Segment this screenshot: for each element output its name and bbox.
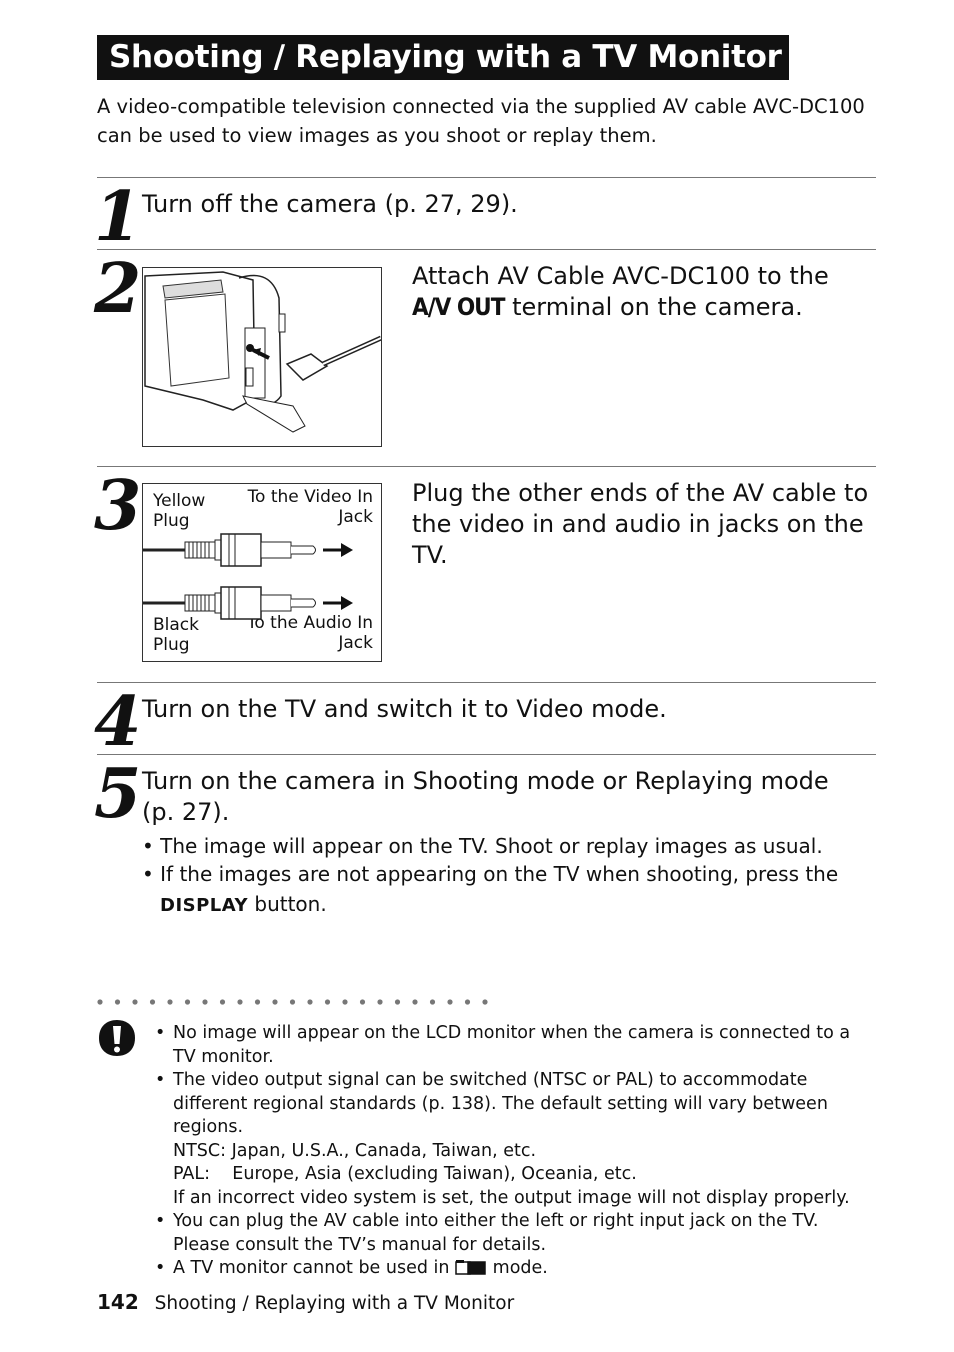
note-text: No image will appear on the LCD monitor …: [173, 1023, 851, 1067]
page-title: Shooting / Replaying with a TV Monitor: [97, 35, 789, 80]
note-text: If an incorrect video system is set, the…: [173, 1187, 850, 1208]
note-item: • You can plug the AV cable into either …: [155, 1210, 875, 1257]
footer-section-title: Shooting / Replaying with a TV Monitor: [154, 1293, 515, 1314]
av-out-terminal-label: A/V OUT: [412, 293, 505, 321]
step-5-bullet-cont: DISPLAY button.: [160, 890, 327, 920]
divider: [97, 754, 876, 755]
note-text: The video output signal can be switched …: [173, 1070, 828, 1137]
bullet: •: [155, 1023, 166, 1043]
dotted-separator: [97, 999, 488, 1005]
caution-notes: • No image will appear on the LCD monito…: [155, 1022, 875, 1281]
display-button-label: DISPLAY: [160, 895, 249, 916]
pal-regions: PAL: Europe, Asia (excluding Taiwan), Oc…: [173, 1164, 637, 1184]
divider: [97, 682, 876, 683]
camera-av-illustration: [142, 267, 383, 447]
note-text-start: A TV monitor cannot be used in: [173, 1258, 450, 1278]
step-5-bullet-end: button.: [254, 892, 327, 916]
bullet: •: [155, 1211, 166, 1231]
note-item: • No image will appear on the LCD monito…: [155, 1022, 875, 1069]
intro-text: A video-compatible television connected …: [97, 95, 865, 147]
step-2-text: Attach AV Cable AVC-DC100 to the A/V OUT…: [412, 261, 852, 323]
note-item: • A TV monitor cannot be used in mode.: [155, 1257, 875, 1281]
note-text-end: mode.: [492, 1258, 548, 1278]
page-footer: 142 Shooting / Replaying with a TV Monit…: [97, 1290, 514, 1314]
video-jack-label: To the Video In Jack: [247, 487, 373, 527]
yellow-plug-label: Yellow Plug: [153, 491, 206, 531]
step-number: 1: [94, 177, 142, 257]
av-cable-plugs-illustration: Yellow Plug To the Video In Jack Black P…: [142, 483, 382, 662]
camera-av-out-figure: [144, 271, 383, 433]
rca-plugs-figure: [143, 533, 353, 620]
step-5-bullet: • If the images are not appearing on the…: [142, 862, 839, 886]
page-number: 142: [97, 1290, 139, 1314]
step-number: 3: [94, 466, 142, 546]
step-3-text: Plug the other ends of the AV cable to t…: [412, 479, 869, 569]
audio-jack-label: To the Audio In Jack: [246, 613, 373, 653]
divider: [97, 177, 876, 178]
yellow-plug-icon: [143, 533, 353, 567]
step-number: 2: [94, 249, 142, 329]
step-5-bullet: • The image will appear on the TV. Shoot…: [142, 834, 823, 858]
caution-icon: [99, 1020, 135, 1056]
note-block: The video output signal can be switched …: [173, 1069, 875, 1210]
step-number: 5: [94, 754, 142, 834]
note-item: • The video output signal can be switche…: [155, 1069, 875, 1210]
bullet: •: [155, 1070, 166, 1090]
black-plug-icon: [143, 586, 353, 620]
divider: [97, 466, 876, 467]
step-5-text: Turn on the camera in Shooting mode or R…: [142, 767, 829, 826]
ntsc-regions: NTSC: Japan, U.S.A., Canada, Taiwan, etc…: [173, 1140, 537, 1161]
step-4-text: Turn on the TV and switch it to Video mo…: [142, 695, 667, 723]
step-2-text-end: terminal on the camera.: [512, 293, 803, 321]
note-text: You can plug the AV cable into either th…: [173, 1211, 819, 1255]
step-number: 4: [94, 682, 142, 762]
black-plug-label: Black Plug: [153, 615, 199, 655]
bullet: •: [155, 1258, 166, 1278]
stitch-assist-icon: [455, 1260, 486, 1275]
step-1-text: Turn off the camera (p. 27, 29).: [142, 190, 518, 218]
step-2-text-start: Attach AV Cable AVC-DC100 to the: [412, 262, 829, 290]
divider: [97, 249, 876, 250]
note-text: A TV monitor cannot be used in mode.: [173, 1257, 548, 1281]
